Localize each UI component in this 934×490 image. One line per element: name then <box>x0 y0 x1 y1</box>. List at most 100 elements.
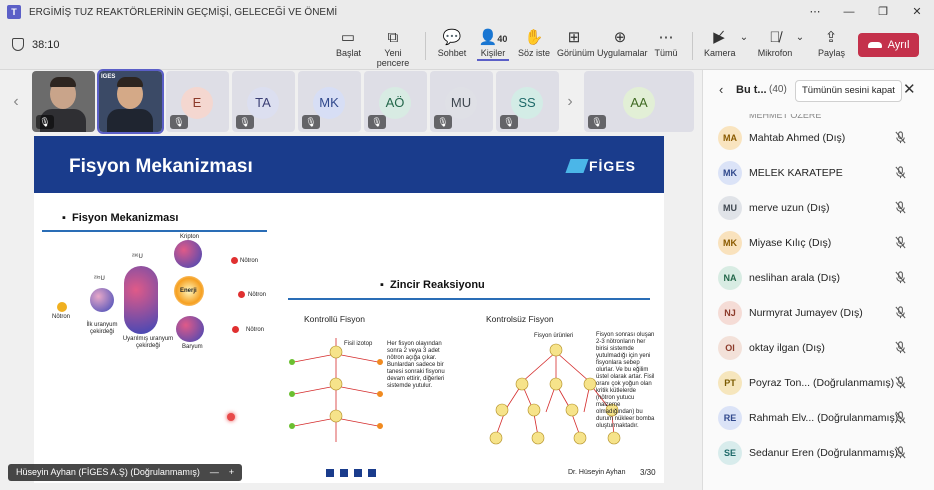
mic-off-icon <box>895 201 906 214</box>
people-button[interactable]: 👤40 Kişiler <box>477 28 509 61</box>
mic-off-icon: 🎙 <box>368 115 386 129</box>
expand-caption-icon[interactable]: + <box>228 467 235 477</box>
avatar: SE <box>718 441 742 465</box>
neutron-ball <box>232 326 239 333</box>
new-window-button[interactable]: ⧉ Yeni pencere <box>369 28 417 68</box>
avatar: RE <box>718 406 742 430</box>
footer-square <box>340 469 348 477</box>
participant-row[interactable]: MK Miyase Kılıç (Dış) <box>703 226 934 261</box>
label-u235: ²³⁵U <box>94 276 105 282</box>
new-window-label: Yeni pencere <box>376 48 410 68</box>
mic-off-icon: 🎙 <box>588 115 606 129</box>
participant-row[interactable]: MU merve uzun (Dış) <box>703 191 934 226</box>
avatar: NJ <box>718 301 742 325</box>
participant-row[interactable]: PT Poyraz Ton... (Doğrulanmamış) <box>703 366 934 401</box>
teams-logo-icon: T <box>7 5 21 19</box>
camera-options-chevron[interactable]: ⌄ <box>739 28 749 48</box>
participant-name: oktay ilgan (Dış) <box>749 342 825 354</box>
timer-text: 38:10 <box>32 38 60 51</box>
leave-button[interactable]: Ayrıl <box>858 33 919 57</box>
chevron-down-icon: ⌄ <box>795 32 805 43</box>
chevron-left-icon[interactable]: ‹ <box>719 82 724 97</box>
uranium-235-nucleus <box>90 288 114 312</box>
strip-prev-button[interactable]: ‹ <box>4 70 28 134</box>
laser-pointer <box>227 413 235 421</box>
close-icon[interactable]: ✕ <box>903 81 916 98</box>
mic-off-icon: 🎙 <box>170 115 188 129</box>
label-uncontrolled: Kontrolsüz Fisyon <box>486 314 554 324</box>
minimize-caption-icon[interactable]: — <box>209 467 219 477</box>
close-window-icon[interactable]: ✕ <box>912 6 922 18</box>
minimize-icon[interactable]: — <box>843 6 855 18</box>
present-icon: ▭ <box>340 29 356 46</box>
start-button[interactable]: ▭ Başlat <box>336 28 361 58</box>
add-app-icon: ⊕ <box>613 29 627 46</box>
restore-icon[interactable]: ❐ <box>878 6 888 18</box>
chevron-left-icon: ‹ <box>13 93 19 110</box>
chat-button[interactable]: 💬 Sohbet <box>437 28 467 58</box>
figes-logo: FİGES <box>565 158 636 174</box>
mute-all-button[interactable]: Tümünün sesini kapat <box>795 80 902 102</box>
more-options-icon[interactable]: ⋯ <box>809 6 821 18</box>
participant-name: Mahtab Ahmed (Dış) <box>749 132 846 144</box>
avatar: PT <box>718 371 742 395</box>
strip-next-button[interactable]: › <box>558 70 582 134</box>
label-first-uranium: İlk uranyum çekirdeği <box>86 322 118 335</box>
participant-video-tile[interactable]: 🎙 <box>32 71 95 132</box>
mic-off-icon <box>895 131 906 144</box>
participant-video-tile-selected[interactable]: IGES <box>97 69 164 134</box>
participant-row[interactable]: SE Sedanur Eren (Doğrulanmamış) <box>703 436 934 471</box>
apps-label: Uygulamalar <box>597 48 648 58</box>
participant-row[interactable]: MK MELEK KARATEPE <box>703 156 934 191</box>
section1-text: Fisyon Mekanizması <box>72 212 179 224</box>
raise-hand-button[interactable]: ✋ Söz iste <box>518 28 550 58</box>
participant-row[interactable]: MA Mahtab Ahmed (Dış) <box>703 121 934 156</box>
leave-label: Ayrıl <box>887 39 910 51</box>
mic-button[interactable]: 🎙̸ Mikrofon <box>757 28 793 58</box>
footer-square <box>326 469 334 477</box>
video-hair <box>50 77 76 87</box>
apps-button[interactable]: ⊕ Uygulamalar <box>597 28 648 58</box>
participant-strip: ‹ 🎙 IGES E 🎙 TA 🎙 MK 🎙 AÖ 🎙 MU 🎙 SS 🎙 › … <box>4 69 698 134</box>
participant-tile[interactable]: MK 🎙 <box>298 71 361 132</box>
avatar: TA <box>247 87 279 119</box>
participant-row[interactable]: NJ Nurmyrat Jumayev (Dış) <box>703 296 934 331</box>
more-button[interactable]: ⋯ Tümü <box>654 28 678 58</box>
meeting-toolbar: 38:10 ▭ Başlat ⧉ Yeni pencere 💬 Sohbet 👤… <box>0 24 934 70</box>
participant-tile[interactable]: AÖ 🎙 <box>364 71 427 132</box>
participant-tile[interactable]: AA 🎙 <box>584 71 694 132</box>
label-krypton: Kripton <box>180 234 200 240</box>
label-u236: ²³⁶U <box>132 254 143 260</box>
panel-section-label[interactable]: Bu t... <box>736 84 767 96</box>
share-button[interactable]: ⇪ Paylaş <box>818 28 845 58</box>
participant-tile[interactable]: MU 🎙 <box>430 71 493 132</box>
divider <box>692 32 693 60</box>
section-title-chain: ▪ Zincir Reaksiyonu <box>380 279 485 291</box>
participant-name: Rahmah Elv... (Doğrulanmamış) <box>749 412 899 424</box>
participant-row[interactable]: NA neslihan arala (Dış) <box>703 261 934 296</box>
avatar: MK <box>718 231 742 255</box>
camera-button[interactable]: ▶̸ Kamera <box>704 28 736 58</box>
participant-tile[interactable]: TA 🎙 <box>232 71 295 132</box>
participant-name: MELEK KARATEPE <box>749 167 843 179</box>
slide-author: Dr. Hüseyin Ayhan <box>568 469 626 476</box>
participant-tile[interactable]: SS 🎙 <box>496 71 559 132</box>
camera-off-icon: ▶̸ <box>713 29 725 46</box>
excited-uranium-nucleus <box>124 266 158 334</box>
mic-options-chevron[interactable]: ⌄ <box>795 28 805 48</box>
participant-tile[interactable]: E 🎙 <box>166 71 229 132</box>
video-body <box>107 109 153 132</box>
mic-off-icon <box>895 376 906 389</box>
mic-off-icon: 🎙 <box>236 115 254 129</box>
participant-row[interactable]: RE Rahmah Elv... (Doğrulanmamış) <box>703 401 934 436</box>
shared-slide: Fisyon Mekanizması FİGES ▪ Fisyon Mekani… <box>34 136 664 483</box>
participant-row[interactable]: OI oktay ilgan (Dış) <box>703 331 934 366</box>
neutron-ball <box>238 291 245 298</box>
view-button[interactable]: ⊞ Görünüm <box>557 28 595 58</box>
participant-name: Poyraz Ton... (Doğrulanmamış) <box>749 377 895 389</box>
label-neutron-left: Nötron <box>52 314 71 320</box>
mic-label: Mikrofon <box>757 48 793 58</box>
video-logo: IGES <box>101 74 116 80</box>
mic-off-icon <box>895 166 906 179</box>
more-label: Tümü <box>654 48 678 58</box>
